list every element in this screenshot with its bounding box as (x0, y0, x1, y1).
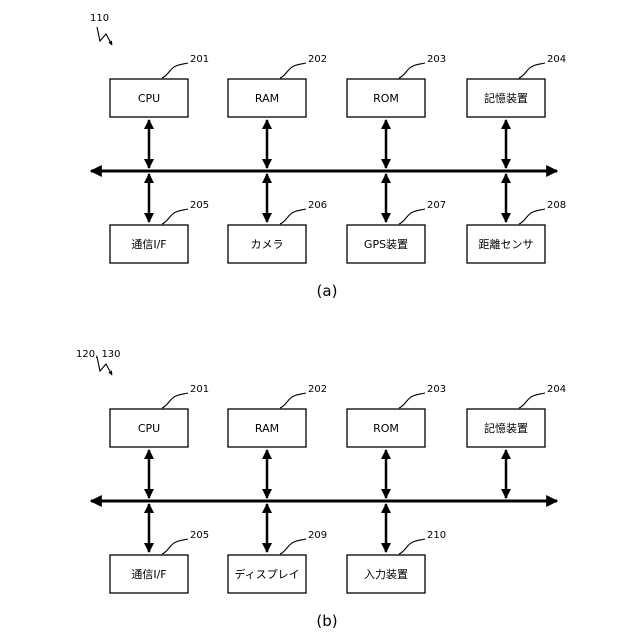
ref-leader-icon (519, 209, 545, 224)
ref-leader-icon (399, 393, 425, 408)
component-label: 記憶装置 (484, 421, 528, 435)
figure-a: 110CPU 201RAM 202ROM 203 記憶装置 204 通信I/F 205 カメラ 2… (90, 13, 566, 300)
ref-leader-icon (162, 63, 188, 78)
component-top-1: RAM 202 (228, 54, 327, 117)
ref-leader-icon (519, 393, 545, 408)
ref-leader-icon (162, 539, 188, 554)
component-top-0: CPU 201 (110, 54, 209, 117)
component-top-1: RAM 202 (228, 384, 327, 447)
component-label: ROM (373, 422, 399, 435)
ref-leader-icon (519, 63, 545, 78)
component-label: ROM (373, 92, 399, 105)
component-ref: 204 (547, 384, 566, 395)
ref-leader-icon (280, 393, 306, 408)
component-ref: 205 (190, 530, 209, 541)
component-label: 通信I/F (131, 568, 166, 581)
ref-leader-icon (162, 209, 188, 224)
component-ref: 202 (308, 384, 327, 395)
component-ref: 203 (427, 384, 446, 395)
component-bottom-2: GPS装置 207 (347, 200, 446, 263)
component-top-2: ROM 203 (347, 54, 446, 117)
component-ref: 202 (308, 54, 327, 65)
component-label: カメラ (251, 238, 284, 251)
component-ref: 207 (427, 200, 446, 211)
component-label: CPU (138, 92, 160, 105)
ref-leader-icon (399, 63, 425, 78)
component-ref: 208 (547, 200, 566, 211)
component-top-3: 記憶装置 204 (467, 54, 566, 117)
figure-b: 120, 130CPU 201RAM 202ROM 203 記憶装置 204 通信I/F 20… (76, 349, 566, 630)
figure-tag: 110 (90, 13, 109, 24)
component-label: 距離センサ (479, 237, 534, 251)
ref-leader-icon (399, 539, 425, 554)
component-label: GPS装置 (364, 238, 408, 251)
ref-leader-icon (162, 393, 188, 408)
ref-leader-icon (280, 539, 306, 554)
component-top-0: CPU 201 (110, 384, 209, 447)
figure-tag: 120, 130 (76, 349, 121, 360)
ref-leader-icon (399, 209, 425, 224)
component-label: ディスプレイ (234, 567, 299, 581)
component-ref: 204 (547, 54, 566, 65)
component-top-2: ROM 203 (347, 384, 446, 447)
component-bottom-3: 距離センサ 208 (467, 200, 566, 263)
figure-caption: (a) (317, 282, 338, 300)
component-bottom-2: 入力装置 210 (347, 530, 446, 593)
component-ref: 209 (308, 530, 327, 541)
component-ref: 210 (427, 530, 446, 541)
component-label: RAM (255, 422, 279, 435)
figure-caption: (b) (316, 612, 337, 630)
component-label: CPU (138, 422, 160, 435)
ref-leader-icon (280, 209, 306, 224)
component-bottom-0: 通信I/F 205 (110, 530, 209, 593)
component-bottom-0: 通信I/F 205 (110, 200, 209, 263)
component-top-3: 記憶装置 204 (467, 384, 566, 447)
component-label: 記憶装置 (484, 91, 528, 105)
component-ref: 201 (190, 384, 209, 395)
component-label: RAM (255, 92, 279, 105)
component-bottom-1: カメラ 206 (228, 200, 327, 263)
figure-tag-leader-icon (97, 27, 112, 45)
component-ref: 205 (190, 200, 209, 211)
component-ref: 201 (190, 54, 209, 65)
component-ref: 203 (427, 54, 446, 65)
component-ref: 206 (308, 200, 327, 211)
component-label: 入力装置 (364, 568, 408, 581)
ref-leader-icon (280, 63, 306, 78)
component-bottom-1: ディスプレイ 209 (228, 530, 327, 593)
component-label: 通信I/F (131, 238, 166, 251)
